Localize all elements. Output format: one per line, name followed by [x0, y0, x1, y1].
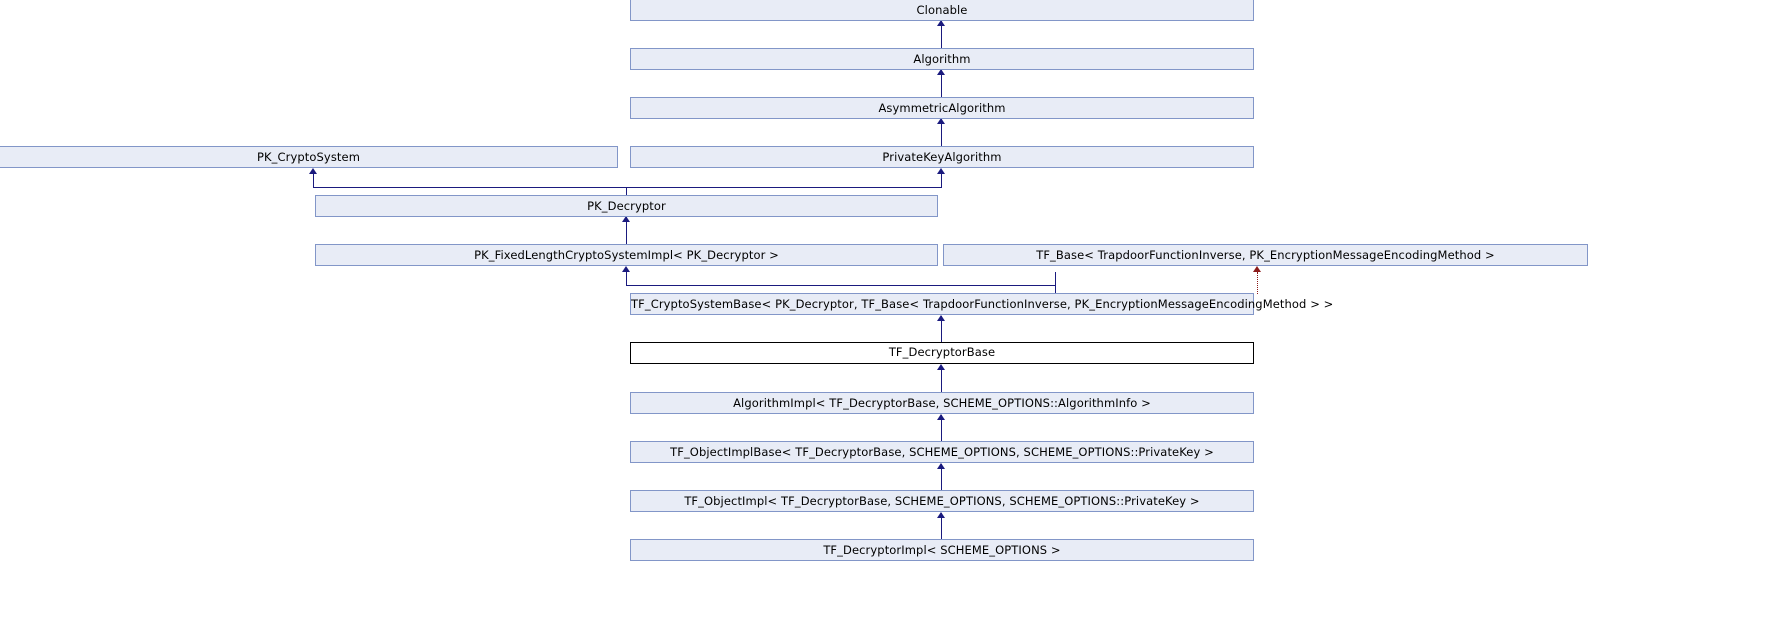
class-node-asymmetricalgorithm[interactable]: AsymmetricAlgorithm: [630, 97, 1254, 119]
class-node-algorithm[interactable]: Algorithm: [630, 48, 1254, 70]
edge-tfcryptosystembase-to-tfbase: [1054, 272, 1056, 285]
edge-tfdecryptorimpl-to-tfobjectimpl: [940, 513, 942, 540]
class-label-pkcryptosystem: PK_CryptoSystem: [256, 150, 361, 164]
arrowhead-algorithm-to-clonable: [937, 20, 945, 26]
class-label-tfdecryptorimpl: TF_DecryptorImpl< SCHEME_OPTIONS >: [823, 543, 1061, 557]
arrowhead-tfobjectimpl-to-tfobjectimplbase: [937, 463, 945, 469]
edge-bracket-pkdecryptor-parents: [312, 186, 942, 188]
edge-bracket-tfcryptosystembase-parents: [625, 284, 1056, 286]
edge-bracket-drop-tfcryptosystembase: [1054, 284, 1056, 294]
edge-algorithmimpl-to-tfdecryptorbase: [940, 366, 942, 392]
edge-tfbase-template-instantiation: [1256, 272, 1258, 294]
edge-tfobjectimpl-to-tfobjectimplbase: [940, 464, 942, 491]
class-label-tfobjectimplbase: TF_ObjectImplBase< TF_DecryptorBase, SCH…: [670, 445, 1214, 459]
edge-tfdecryptorbase-to-tfcryptosystembase: [940, 316, 942, 343]
edge-asymmetric-to-algorithm: [940, 70, 942, 97]
arrowhead-algorithmimpl-to-tfdecryptorbase: [937, 364, 945, 370]
class-node-pkfixedlengthcryptosystemimpl[interactable]: PK_FixedLengthCryptoSystemImpl< PK_Decry…: [315, 244, 938, 266]
edge-tfcryptosystembase-to-pkfixedlength: [625, 272, 627, 285]
edge-pkfixedlength-to-pkdecryptor: [625, 217, 627, 244]
arrowhead-tfobjectimplbase-to-algorithmimpl: [937, 414, 945, 420]
class-label-tfdecryptorbase: TF_DecryptorBase: [888, 345, 996, 359]
class-label-pkfixedlengthcryptosystemimpl: PK_FixedLengthCryptoSystemImpl< PK_Decry…: [474, 248, 779, 262]
class-node-tfcryptosystembase[interactable]: TF_CryptoSystemBase< PK_Decryptor, TF_Ba…: [630, 293, 1334, 315]
class-node-algorithmimpl[interactable]: AlgorithmImpl< TF_DecryptorBase, SCHEME_…: [630, 392, 1254, 414]
class-label-pkdecryptor: PK_Decryptor: [587, 199, 666, 213]
class-node-pkdecryptor[interactable]: PK_Decryptor: [315, 195, 938, 217]
class-label-algorithmimpl: AlgorithmImpl< TF_DecryptorBase, SCHEME_…: [733, 396, 1151, 410]
class-label-tfobjectimpl: TF_ObjectImpl< TF_DecryptorBase, SCHEME_…: [684, 494, 1200, 508]
class-node-tfbase[interactable]: TF_Base< TrapdoorFunctionInverse, PK_Enc…: [943, 244, 1588, 266]
class-node-pkcryptosystem[interactable]: PK_CryptoSystem: [0, 146, 618, 168]
class-label-asymmetricalgorithm: AsymmetricAlgorithm: [878, 101, 1006, 115]
arrowhead-tfcryptosystembase-to-pkfixedlength: [622, 266, 630, 272]
class-node-clonable[interactable]: Clonable: [630, 0, 1254, 21]
class-node-privatekeyalgorithm[interactable]: PrivateKeyAlgorithm: [630, 146, 1254, 168]
edge-privatekeyalgorithm-to-asymmetric: [940, 119, 942, 146]
arrowhead-asymmetric-to-algorithm: [937, 69, 945, 75]
edge-tfobjectimplbase-to-algorithmimpl: [940, 415, 942, 442]
arrowhead-tfbase-template-instantiation: [1253, 266, 1261, 272]
class-node-tfdecryptorbase[interactable]: TF_DecryptorBase: [630, 342, 1254, 364]
class-label-clonable: Clonable: [916, 3, 968, 17]
arrowhead-privatekeyalgorithm-to-asymmetric: [937, 118, 945, 124]
arrowhead-pkfixedlength-to-pkdecryptor: [622, 216, 630, 222]
arrowhead-tfdecryptorimpl-to-tfobjectimpl: [937, 512, 945, 518]
class-node-tfobjectimplbase[interactable]: TF_ObjectImplBase< TF_DecryptorBase, SCH…: [630, 441, 1254, 463]
class-label-privatekeyalgorithm: PrivateKeyAlgorithm: [882, 150, 1002, 164]
arrowhead-tfdecryptorbase-to-tfcryptosystembase: [937, 315, 945, 321]
arrowhead-pkdecryptor-to-pkcryptosystem: [309, 168, 317, 174]
edge-pkdecryptor-to-privatekeyalgorithm: [940, 174, 942, 187]
edge-pkdecryptor-to-pkcryptosystem: [312, 174, 314, 187]
class-node-tfobjectimpl[interactable]: TF_ObjectImpl< TF_DecryptorBase, SCHEME_…: [630, 490, 1254, 512]
class-node-tfdecryptorimpl[interactable]: TF_DecryptorImpl< SCHEME_OPTIONS >: [630, 539, 1254, 561]
class-label-tfbase: TF_Base< TrapdoorFunctionInverse, PK_Enc…: [1036, 248, 1495, 262]
class-label-tfcryptosystembase: TF_CryptoSystemBase< PK_Decryptor, TF_Ba…: [631, 297, 1334, 311]
class-label-algorithm: Algorithm: [913, 52, 971, 66]
arrowhead-pkdecryptor-to-privatekeyalgorithm: [937, 168, 945, 174]
edge-algorithm-to-clonable: [940, 21, 942, 48]
edge-bracket-drop-pkdecryptor: [625, 186, 627, 196]
